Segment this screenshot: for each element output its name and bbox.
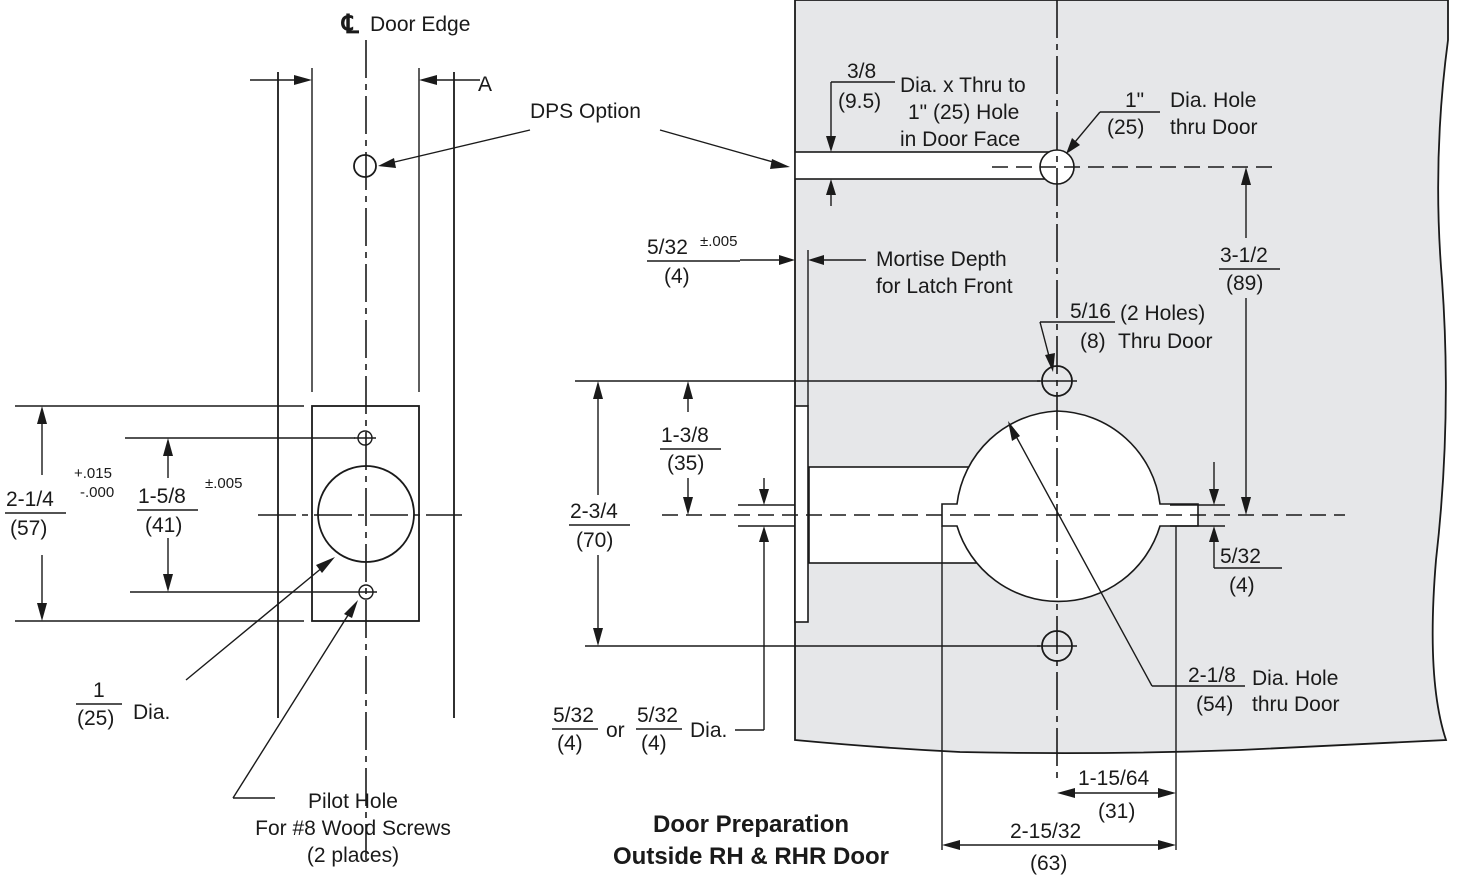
holes-5-16-den: (8): [1080, 330, 1106, 353]
drawing-title-line-1: Door Preparation: [653, 811, 849, 838]
centerline-symbol: ℄: [341, 9, 360, 39]
dia-1-hole-den: (25): [1107, 116, 1144, 139]
dia-1-num: 1: [93, 679, 105, 702]
dia-5-32-num-2: 5/32: [637, 704, 678, 727]
dim-3-1-2-den: (89): [1226, 272, 1263, 295]
dim-3-1-2-num: 3-1/2: [1220, 244, 1268, 267]
dim-1-5-8-tol: ±.005: [205, 475, 242, 492]
holes-5-16-line-2: Thru Door: [1118, 330, 1213, 353]
dia-1-den: (25): [77, 707, 114, 730]
mortise-5-32-tol: ±.005: [700, 233, 737, 250]
dim-a-label: A: [478, 73, 492, 96]
holes-5-16-num: 5/16: [1070, 300, 1111, 323]
dim-1-5-8-num: 1-5/8: [138, 485, 186, 508]
dim-1-3-8-den: (35): [667, 452, 704, 475]
edge-view: ℄ Door Edge A DPS Option 2-1/4 (57) +.01…: [5, 9, 790, 867]
mortise-5-32-den: (4): [664, 265, 690, 288]
dia-1-suffix: Dia.: [133, 701, 170, 724]
dim-2-1-4-tol-plus: +.015: [74, 465, 112, 482]
dia-5-32-num-1: 5/32: [553, 704, 594, 727]
dim-1-15-64-num: 1-15/64: [1078, 767, 1150, 790]
face-view: 3/8 (9.5) Dia. x Thru to 1" (25) Hole in…: [552, 0, 1449, 875]
dim-2-1-4-den: (57): [10, 517, 47, 540]
mortise-label-line-2: for Latch Front: [876, 275, 1013, 298]
holes-5-16-line-1: (2 Holes): [1120, 302, 1205, 325]
dia-5-32-or: or: [606, 719, 625, 742]
dia-5-32-suffix: Dia.: [690, 719, 727, 742]
dia-1-hole-line-1: Dia. Hole: [1170, 89, 1256, 112]
door-edge-title: Door Edge: [370, 13, 470, 36]
dia-3-8-line-3: in Door Face: [900, 128, 1020, 151]
dia-2-1-8-num: 2-1/8: [1188, 664, 1236, 687]
dia-2-1-8-line-1: Dia. Hole: [1252, 667, 1338, 690]
mortise-5-32-num: 5/32: [647, 236, 688, 259]
dim-2-15-32-num: 2-15/32: [1010, 820, 1081, 843]
door-face: [794, 0, 1449, 755]
pilot-hole-line-3: (2 places): [307, 844, 399, 867]
drawing-title-line-2: Outside RH & RHR Door: [613, 843, 889, 870]
dim-2-1-4-num: 2-1/4: [6, 488, 54, 511]
mortise-label-line-1: Mortise Depth: [876, 248, 1007, 271]
dia-3-8-num: 3/8: [847, 60, 876, 83]
dia-1-hole-line-2: thru Door: [1170, 116, 1258, 139]
dim-2-3-4-num: 2-3/4: [570, 500, 618, 523]
dim-2-3-4-den: (70): [576, 529, 613, 552]
dia-5-32-den-1: (4): [557, 732, 583, 755]
dia-3-8-line-2: 1" (25) Hole: [908, 101, 1019, 124]
dia-3-8-line-1: Dia. x Thru to: [900, 74, 1026, 97]
dim-1-15-64-den: (31): [1098, 800, 1135, 823]
dia-2-1-8-line-2: thru Door: [1252, 693, 1340, 716]
pilot-hole-line-2: For #8 Wood Screws: [255, 817, 451, 840]
dim-5-32-right-den: (4): [1229, 574, 1255, 597]
dim-2-1-4-tol-minus: -.000: [80, 484, 114, 501]
dim-1-3-8-num: 1-3/8: [661, 424, 709, 447]
dia-2-1-8-den: (54): [1196, 693, 1233, 716]
dia-5-32-den-2: (4): [641, 732, 667, 755]
pilot-hole-line-1: Pilot Hole: [308, 790, 398, 813]
dia-1-hole-num: 1": [1125, 89, 1144, 112]
dim-2-15-32-den: (63): [1030, 852, 1067, 875]
dim-1-5-8-den: (41): [145, 514, 182, 537]
dia-3-8-den: (9.5): [838, 90, 881, 113]
dim-5-32-right-num: 5/32: [1220, 545, 1261, 568]
dps-option-label: DPS Option: [530, 100, 641, 123]
